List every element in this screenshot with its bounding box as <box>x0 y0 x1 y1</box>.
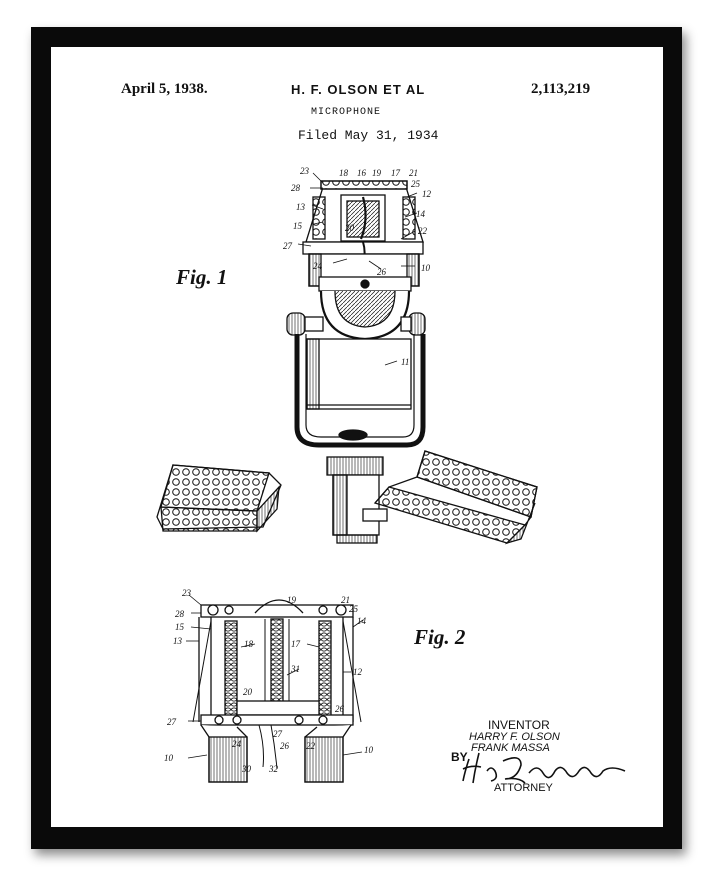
svg-text:16: 16 <box>357 168 367 178</box>
svg-text:27: 27 <box>167 717 177 727</box>
attorney-heading: ATTORNEY <box>494 782 553 794</box>
svg-text:17: 17 <box>291 639 301 649</box>
figure-2-label: Fig. 2 <box>414 625 466 649</box>
svg-text:10: 10 <box>164 753 174 763</box>
inventor-name-1: HARRY F. OLSON <box>469 731 560 743</box>
attorney-signature <box>462 752 626 784</box>
svg-text:23: 23 <box>300 166 310 176</box>
svg-text:28: 28 <box>175 609 185 619</box>
svg-text:25: 25 <box>349 604 359 614</box>
svg-text:32: 32 <box>268 764 279 774</box>
svg-text:22: 22 <box>418 226 428 236</box>
svg-text:22: 22 <box>306 741 316 751</box>
svg-text:31: 31 <box>290 664 300 674</box>
svg-text:26: 26 <box>377 267 387 277</box>
svg-text:12: 12 <box>422 189 432 199</box>
svg-text:26: 26 <box>280 741 290 751</box>
svg-text:24: 24 <box>232 739 242 749</box>
svg-text:19: 19 <box>372 168 382 178</box>
svg-text:25: 25 <box>411 179 421 189</box>
svg-text:14: 14 <box>416 209 426 219</box>
svg-text:20: 20 <box>243 687 253 697</box>
svg-text:18: 18 <box>339 168 349 178</box>
figure-1-label: Fig. 1 <box>176 265 228 289</box>
svg-text:28: 28 <box>291 183 301 193</box>
inventor-names-header: H. F. OLSON ET AL <box>291 82 426 97</box>
svg-text:14: 14 <box>357 616 367 626</box>
svg-text:21: 21 <box>409 168 418 178</box>
svg-text:18: 18 <box>244 639 254 649</box>
svg-text:11: 11 <box>401 357 409 367</box>
svg-text:15: 15 <box>175 622 185 632</box>
patent-sheet: April 5, 1938. H. F. OLSON ET AL 2,113,2… <box>51 47 663 827</box>
svg-text:27: 27 <box>283 241 293 251</box>
svg-text:26: 26 <box>335 704 345 714</box>
svg-text:10: 10 <box>364 745 374 755</box>
svg-text:15: 15 <box>293 221 303 231</box>
svg-text:21: 21 <box>341 595 350 605</box>
svg-text:30: 30 <box>241 764 252 774</box>
svg-text:13: 13 <box>173 636 183 646</box>
svg-text:17: 17 <box>391 168 401 178</box>
patent-date: April 5, 1938. <box>121 81 208 97</box>
patent-number: 2,113,219 <box>531 81 591 97</box>
svg-text:20: 20 <box>345 223 355 233</box>
figure-2-drawing: 23 19 21 28 25 15 14 13 18 17 31 12 20 2… <box>164 588 374 783</box>
figure-1-drawing: 23 18 16 19 17 21 28 25 12 13 14 15 20 2… <box>156 166 538 545</box>
inventor-name-2: FRANK MASSA <box>471 742 550 754</box>
svg-text:27: 27 <box>273 729 283 739</box>
patent-title: MICROPHONE <box>311 107 382 118</box>
svg-text:10: 10 <box>421 263 431 273</box>
svg-text:19: 19 <box>287 595 297 605</box>
svg-text:23: 23 <box>182 588 192 598</box>
svg-text:13: 13 <box>296 202 306 212</box>
by-label: BY <box>451 750 468 764</box>
svg-text:24: 24 <box>313 261 323 271</box>
patent-drawings: 23 18 16 19 17 21 28 25 12 13 14 15 20 2… <box>156 166 626 784</box>
filed-date: Filed May 31, 1934 <box>298 128 439 143</box>
svg-text:12: 12 <box>353 667 363 677</box>
inventor-heading: INVENTOR <box>488 718 550 732</box>
